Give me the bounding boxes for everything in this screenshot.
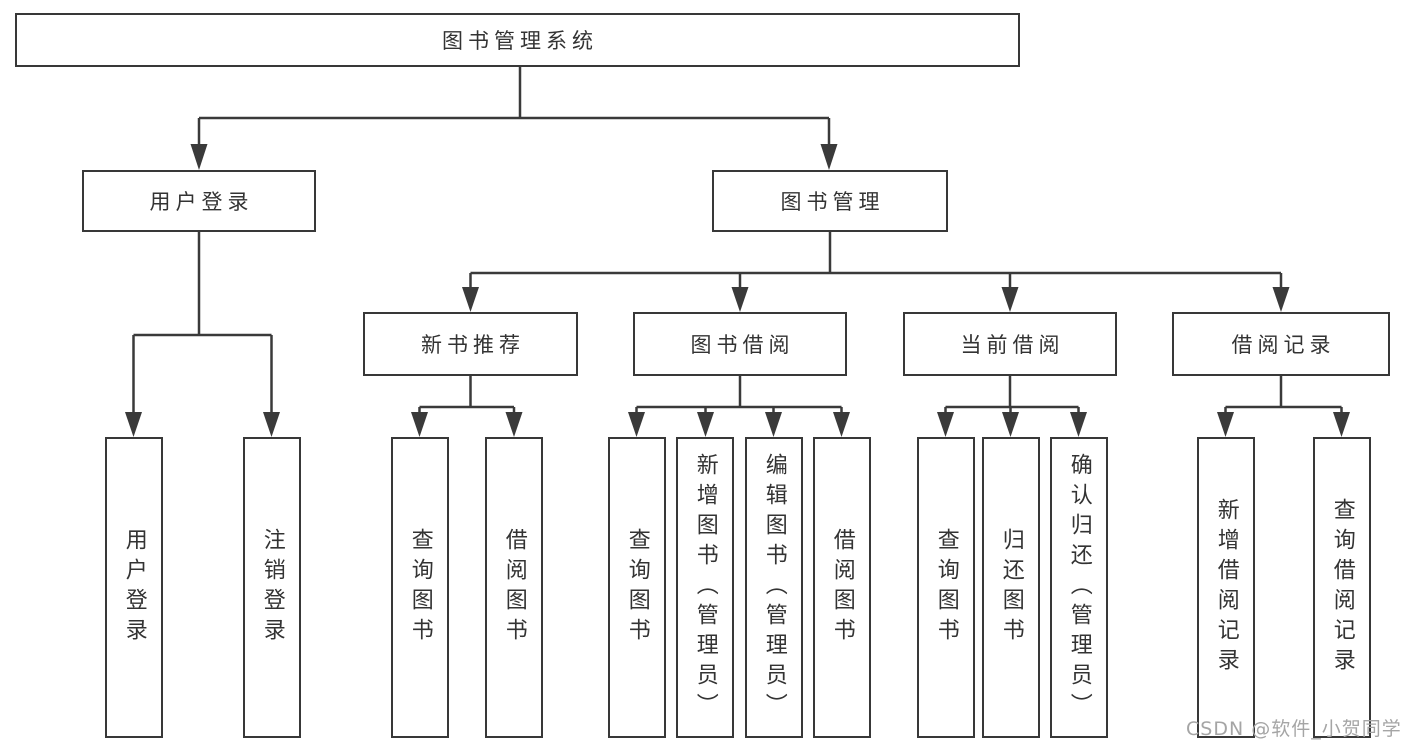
arrowhead-icons [125, 144, 1350, 437]
node-current-borrow: 当前借阅 [903, 312, 1117, 376]
leaf-add-book-admin: 新增图书（管理员） [676, 437, 734, 738]
leaf-add-book-admin-label: 新增图书（管理员） [692, 452, 718, 723]
node-new-book-recommend-label: 新书推荐 [421, 333, 525, 357]
leaf-edit-book-admin: 编辑图书（管理员） [745, 437, 803, 738]
leaf-add-borrow-record: 新增借阅记录 [1197, 437, 1255, 738]
connector-current-borrow-to-leaves [944, 376, 1080, 413]
node-book-borrow-label: 图书借阅 [690, 333, 795, 357]
leaf-confirm-return-admin-label: 确认归还（管理员） [1066, 452, 1092, 723]
arrow-down-icon [1070, 412, 1087, 437]
leaf-query-borrow-record-label: 查询借阅记录 [1329, 497, 1355, 678]
arrow-down-icon [1272, 287, 1290, 312]
leaf-return-book-label: 归还图书 [998, 527, 1024, 648]
leaf-borrow-books-label: 借阅图书 [829, 527, 855, 648]
leaf-query-books-borrow-label: 查询图书 [624, 527, 650, 648]
node-root-label: 图书管理系统 [442, 29, 598, 53]
connector-root-to-level1 [197, 67, 831, 145]
arrow-down-icon [125, 412, 142, 437]
arrow-down-icon [820, 144, 838, 170]
leaf-query-borrow-record: 查询借阅记录 [1313, 437, 1371, 738]
connector-book-borrow-to-leaves [635, 376, 843, 413]
leaf-query-books-recommend: 查询图书 [391, 437, 449, 738]
arrow-down-icon [263, 412, 280, 437]
arrow-down-icon [1333, 412, 1350, 437]
leaf-add-borrow-record-label: 新增借阅记录 [1213, 497, 1239, 678]
node-current-borrow-label: 当前借阅 [960, 333, 1065, 357]
node-root: 图书管理系统 [15, 13, 1020, 67]
arrow-down-icon [628, 412, 645, 437]
arrow-down-icon [1217, 412, 1234, 437]
leaf-user-login: 用户登录 [105, 437, 163, 738]
arrow-down-icon [937, 412, 954, 437]
leaf-borrow-books-recommend: 借阅图书 [485, 437, 543, 738]
leaf-logout: 注销登录 [243, 437, 301, 738]
leaf-user-login-label: 用户登录 [121, 527, 147, 648]
node-new-book-recommend: 新书推荐 [363, 312, 578, 376]
arrow-down-icon [697, 412, 714, 437]
connector-borrow-records-to-leaves [1224, 376, 1343, 413]
leaf-confirm-return-admin: 确认归还（管理员） [1050, 437, 1108, 738]
node-book-borrow: 图书借阅 [633, 312, 847, 376]
arrow-down-icon [190, 144, 208, 170]
leaf-edit-book-admin-label: 编辑图书（管理员） [761, 452, 787, 723]
leaf-return-book: 归还图书 [982, 437, 1040, 738]
arrow-down-icon [1002, 412, 1019, 437]
leaf-borrow-books: 借阅图书 [813, 437, 871, 738]
node-borrow-records: 借阅记录 [1172, 312, 1390, 376]
arrow-down-icon [411, 412, 428, 437]
node-user-login: 用户登录 [82, 170, 316, 232]
arrow-down-icon [833, 412, 850, 437]
arrow-down-icon [731, 287, 749, 312]
leaf-query-books-current-label: 查询图书 [933, 527, 959, 648]
node-user-login-label: 用户登录 [149, 190, 254, 214]
arrow-down-icon [505, 412, 523, 437]
node-borrow-records-label: 借阅记录 [1231, 333, 1336, 357]
node-book-management: 图书管理 [712, 170, 948, 232]
connector-book-management-to-level2 [469, 232, 1283, 288]
leaf-logout-label: 注销登录 [259, 527, 285, 648]
connector-new-book-to-leaves [418, 376, 516, 413]
leaf-query-books-current: 查询图书 [917, 437, 975, 738]
arrow-down-icon [462, 287, 479, 312]
connector-user-login-to-leaves [132, 232, 273, 413]
leaf-query-books-recommend-label: 查询图书 [407, 527, 433, 648]
node-book-management-label: 图书管理 [780, 190, 885, 214]
arrow-down-icon [1001, 287, 1019, 312]
leaf-query-books-borrow: 查询图书 [608, 437, 666, 738]
watermark: CSDN @软件_小贺同学 [1186, 718, 1402, 740]
arrow-down-icon [765, 412, 782, 437]
leaf-borrow-books-recommend-label: 借阅图书 [501, 527, 527, 648]
